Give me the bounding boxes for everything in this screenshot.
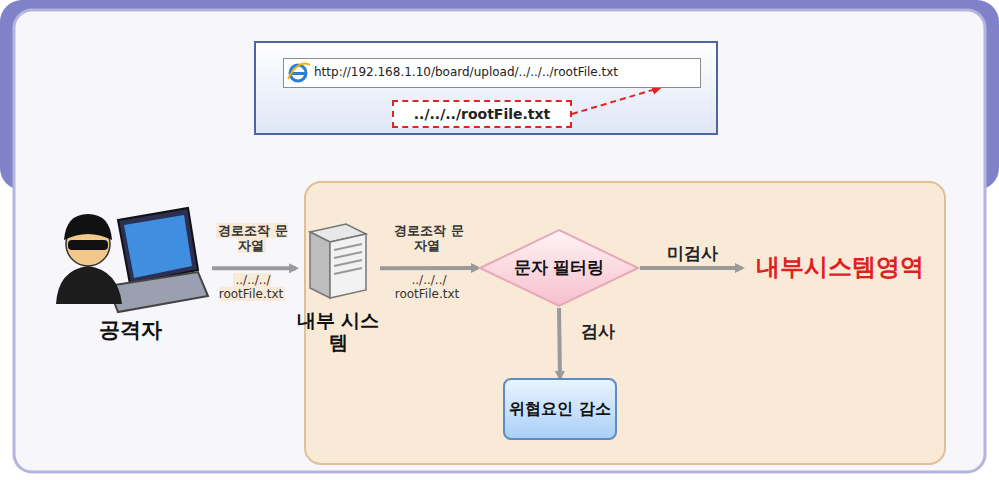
internal-region	[305, 182, 945, 464]
server-part	[310, 232, 330, 298]
flow-arrow	[559, 308, 560, 378]
server-part	[330, 234, 366, 298]
result-box: 위협요인 감소	[503, 378, 617, 440]
flow-arrow	[212, 266, 296, 270]
server-part	[334, 268, 362, 274]
label-text: ../../../ rootFile.txt	[219, 273, 285, 301]
path-string-label: ../../../ rootFile.txt	[388, 274, 468, 302]
ie-icon	[284, 59, 314, 87]
attacker-figure: 공격자	[48, 200, 212, 342]
label-text: ../../../ rootFile.txt	[395, 273, 461, 301]
server-part	[334, 244, 362, 250]
laptop-keyboard	[108, 272, 208, 312]
flow-arrow	[640, 266, 742, 270]
flow-arrow	[380, 266, 478, 270]
node-text: 문자 필터링	[514, 258, 605, 278]
node-text: ../../../rootFile.txt	[414, 106, 550, 122]
url-bar: http://192.168.1.10/board/upload/../../.…	[283, 58, 701, 88]
decision-diamond: 문자 필터링	[478, 228, 640, 308]
diamond-outline	[480, 230, 638, 306]
edge-label-text: 경로조작 문자열	[392, 223, 464, 253]
server-icon: 내부 시스템	[296, 220, 380, 354]
node-text: 위협요인 감소	[509, 400, 611, 418]
node-text: 내부 시스템	[296, 310, 380, 354]
edge-label: 미검사	[650, 244, 734, 264]
node-text: 내부시스템영역	[756, 254, 924, 282]
laptop-screen	[118, 208, 198, 284]
flow-arrow	[572, 88, 659, 114]
edge-label-text: 미검사	[665, 243, 720, 263]
outer-frame	[14, 10, 985, 472]
edge-label: 검사	[568, 322, 628, 342]
laptop-display	[124, 215, 192, 278]
body	[56, 266, 122, 304]
edge-label: 경로조작 문자열	[386, 224, 470, 254]
ie-part	[291, 72, 305, 75]
edge-label-text: 경로조작 문자열	[216, 223, 288, 253]
path-string-label: ../../../ rootFile.txt	[212, 274, 292, 302]
edge-label-text: 검사	[579, 321, 617, 341]
path-string-box: ../../../rootFile.txt	[392, 100, 572, 128]
node-text: 공격자	[99, 318, 162, 342]
edge-label: 경로조작 문자열	[210, 224, 294, 254]
sunglasses	[68, 240, 108, 250]
node-text: http://192.168.1.10/board/upload/../../.…	[314, 66, 618, 80]
hat	[64, 214, 112, 240]
target-area-text: 내부시스템영역	[742, 248, 938, 288]
ie-part	[288, 64, 310, 79]
server-part	[334, 252, 362, 258]
url-panel	[255, 42, 717, 134]
server-part	[334, 260, 362, 266]
